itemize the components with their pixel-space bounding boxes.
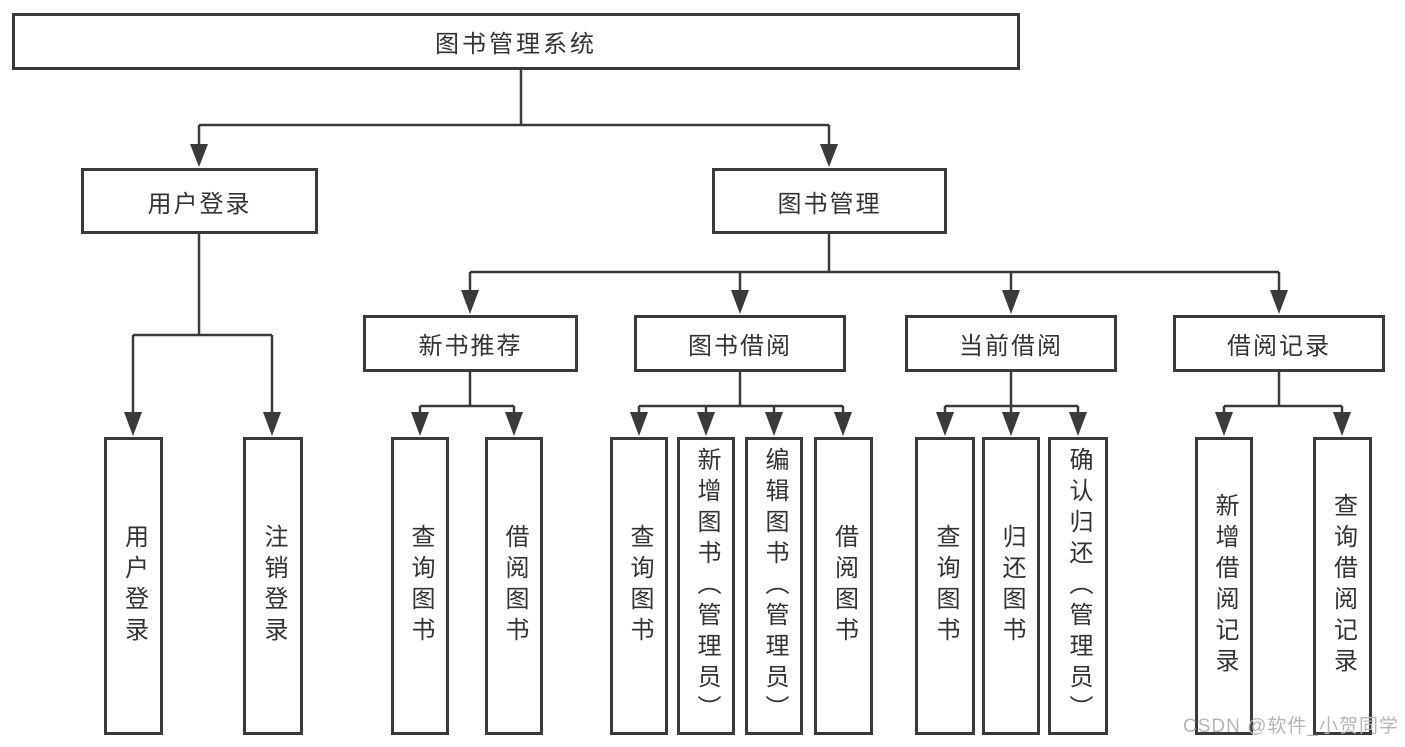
leaf-user-login: 用户登录 <box>104 437 163 735</box>
node-root-label: 图书管理系统 <box>435 31 597 58</box>
leaf-borrow-books-label: 借阅图书 <box>830 524 858 648</box>
leaf-logout: 注销登录 <box>243 437 303 735</box>
node-new-book-recommend-label: 新书推荐 <box>418 333 523 360</box>
leaf-query-borrow-record-label: 查询借阅记录 <box>1329 493 1357 679</box>
leaf-add-books-admin: 新增图书（管理员） <box>677 437 735 735</box>
leaf-confirm-return-admin-label: 确认归还（管理员） <box>1065 446 1092 726</box>
node-new-book-recommend: 新书推荐 <box>363 315 578 372</box>
leaf-query-books-borrow-label: 查询图书 <box>626 524 653 648</box>
leaf-add-books-admin-label: 新增图书（管理员） <box>693 446 720 726</box>
leaf-borrow-books: 借阅图书 <box>814 437 873 735</box>
node-book-borrow: 图书借阅 <box>634 315 846 372</box>
leaf-edit-books-admin: 编辑图书（管理员） <box>745 437 803 735</box>
watermark: CSDN @软件_小贺同学 <box>1183 716 1399 737</box>
leaf-query-books-recommend-label: 查询图书 <box>407 524 434 648</box>
node-borrow-records: 借阅记录 <box>1173 315 1385 372</box>
arrowheads <box>124 144 1351 436</box>
node-book-borrow-label: 图书借阅 <box>688 333 792 360</box>
leaf-add-borrow-record-label: 新增借阅记录 <box>1211 493 1238 679</box>
leaf-return-books-label: 归还图书 <box>998 524 1025 648</box>
leaf-borrow-books-recommend-label: 借阅图书 <box>501 524 528 648</box>
leaf-user-login-label: 用户登录 <box>120 524 148 648</box>
leaf-query-borrow-record: 查询借阅记录 <box>1313 437 1372 735</box>
node-root: 图书管理系统 <box>12 13 1020 70</box>
leaf-logout-label: 注销登录 <box>260 524 287 648</box>
leaf-edit-books-admin-label: 编辑图书（管理员） <box>761 446 788 726</box>
node-user-login: 用户登录 <box>81 168 318 234</box>
node-current-borrow-label: 当前借阅 <box>959 333 1063 360</box>
leaf-add-borrow-record: 新增借阅记录 <box>1195 437 1253 735</box>
leaf-confirm-return-admin: 确认归还（管理员） <box>1048 437 1108 735</box>
node-current-borrow: 当前借阅 <box>905 315 1117 372</box>
node-book-management: 图书管理 <box>712 168 947 234</box>
node-user-login-label: 用户登录 <box>147 190 252 218</box>
leaf-borrow-books-recommend: 借阅图书 <box>485 437 543 735</box>
leaf-query-books-current: 查询图书 <box>915 437 975 735</box>
node-book-management-label: 图书管理 <box>777 190 882 218</box>
leaf-query-books-current-label: 查询图书 <box>932 524 959 648</box>
connector-path <box>131 70 1344 416</box>
node-borrow-records-label: 借阅记录 <box>1227 333 1331 360</box>
leaf-return-books: 归还图书 <box>982 437 1040 735</box>
leaf-query-books-recommend: 查询图书 <box>391 437 449 735</box>
leaf-query-books-borrow: 查询图书 <box>610 437 668 735</box>
